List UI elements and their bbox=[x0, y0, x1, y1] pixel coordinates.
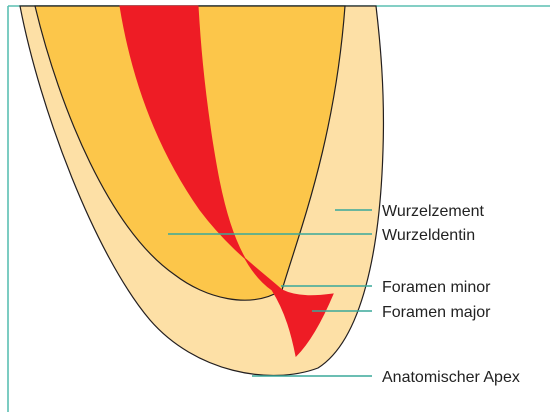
label-foramen-major: Foramen major bbox=[382, 304, 491, 321]
label-wurzelzement: Wurzelzement bbox=[382, 203, 485, 220]
label-wurzeldentin: Wurzeldentin bbox=[382, 227, 475, 244]
label-anatomischer-apex: Anatomischer Apex bbox=[382, 369, 520, 386]
label-foramen-minor: Foramen minor bbox=[382, 279, 491, 296]
